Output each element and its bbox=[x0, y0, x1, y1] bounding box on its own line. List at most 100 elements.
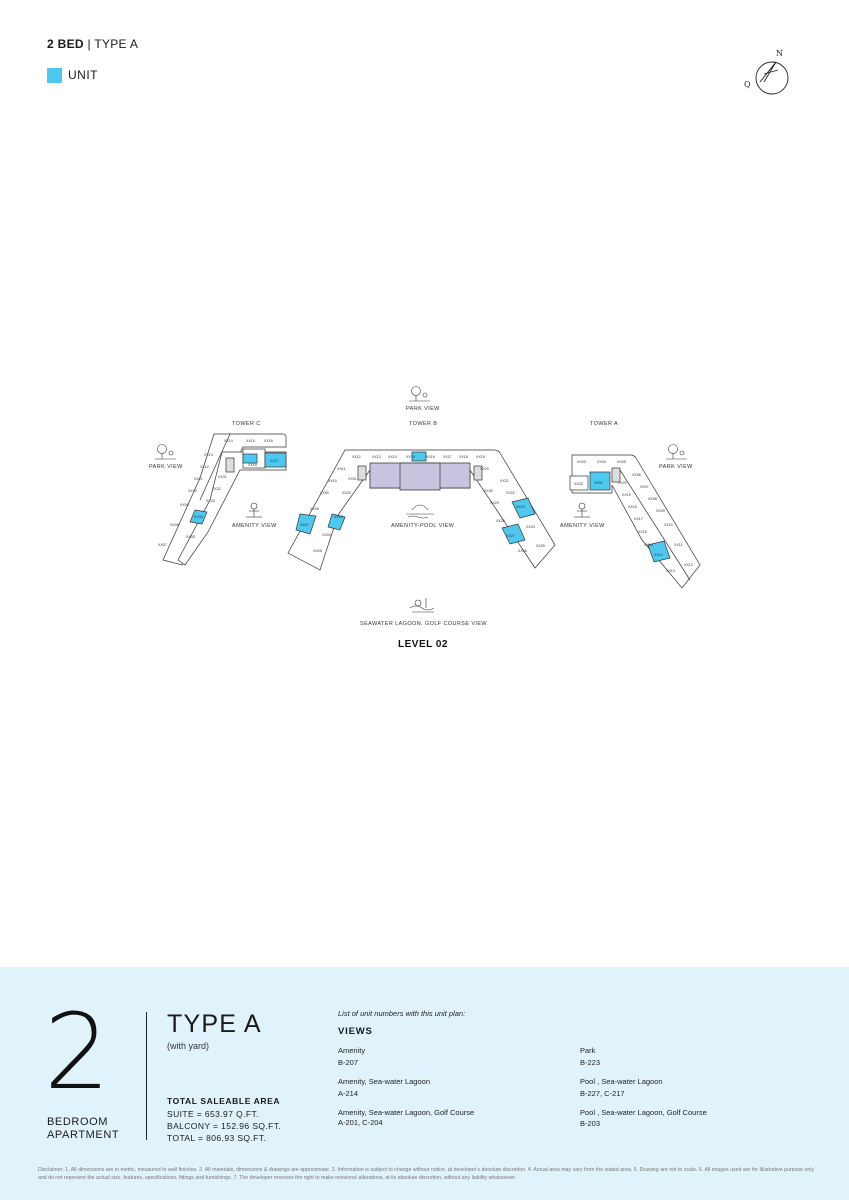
unit-label: XX21 bbox=[500, 479, 509, 483]
unit-label: XX15 bbox=[406, 455, 415, 459]
unit-label: XX10 bbox=[188, 489, 197, 493]
amenity-view-right-icon bbox=[574, 502, 590, 518]
view-units: B-223 bbox=[580, 1058, 601, 1067]
area-title: TOTAL SALEABLE AREA bbox=[167, 1096, 281, 1106]
park-view-right-label: PARK VIEW bbox=[659, 464, 693, 470]
unit-label: XX23 bbox=[516, 505, 525, 509]
park-view-icon bbox=[409, 386, 430, 402]
unit-label: XX22 bbox=[506, 491, 515, 495]
park-view-top-label: PARK VIEW bbox=[406, 406, 440, 412]
list-intro: List of unit numbers with this unit plan… bbox=[338, 1009, 466, 1018]
unit-label: XX15 bbox=[644, 543, 653, 547]
unit-label: XX27 bbox=[506, 534, 515, 538]
unit-label: XX10 bbox=[664, 523, 673, 527]
unit-label: XX16 bbox=[264, 439, 273, 443]
total-area: TOTAL = 806.93 SQ.FT. bbox=[167, 1133, 267, 1143]
unit-label: XX09 bbox=[320, 491, 329, 495]
unit-label: XX31 bbox=[218, 475, 227, 479]
unit-label: XX29 bbox=[490, 501, 499, 505]
tower-a-building bbox=[569, 454, 701, 589]
park-view-left-label: PARK VIEW bbox=[149, 464, 183, 470]
unit-label: XX07 bbox=[300, 523, 309, 527]
view-name: Pool , Sea-water Lagoon bbox=[580, 1077, 663, 1086]
title-type: | TYPE A bbox=[87, 37, 139, 51]
bedroom-line2: APARTMENT bbox=[47, 1129, 120, 1141]
unit-label: XX25 bbox=[536, 544, 545, 548]
unit-label: XX13 bbox=[666, 569, 675, 573]
summary-panel bbox=[0, 967, 849, 1200]
unit-label: XX17 bbox=[634, 517, 643, 521]
amenity-view-left-label: AMENITY VIEW bbox=[232, 523, 277, 529]
views-header: VIEWS bbox=[338, 1026, 373, 1037]
unit-label: XX24 bbox=[526, 525, 535, 529]
unit-label: XX18 bbox=[628, 505, 637, 509]
level-label: LEVEL 02 bbox=[398, 639, 448, 650]
view-name: Amenity, Sea-water Lagoon, Golf Course bbox=[338, 1108, 475, 1117]
unit-label: XX04 bbox=[597, 460, 606, 464]
legend-swatch bbox=[47, 68, 62, 83]
balcony-area: BALCONY = 152.96 SQ.FT. bbox=[167, 1121, 282, 1131]
unit-label: XX20 bbox=[480, 467, 489, 471]
unit-label: XX07 bbox=[158, 543, 167, 547]
compass-icon: N Q bbox=[744, 49, 789, 95]
unit-label: XX09 bbox=[656, 509, 665, 513]
unit-label: XX19 bbox=[476, 455, 485, 459]
unit-label: XX30 bbox=[484, 489, 493, 493]
unit-label: XX13 bbox=[204, 453, 213, 457]
view-units: A-214 bbox=[338, 1089, 359, 1098]
page-title: 2 BED | TYPE A bbox=[47, 37, 138, 51]
unit-label: XX01 bbox=[348, 477, 357, 481]
suite-area: SUITE = 653.97 Q.FT. bbox=[167, 1109, 259, 1119]
legend-label: UNIT bbox=[68, 68, 98, 82]
amenity-view-right-label: AMENITY VIEW bbox=[560, 523, 605, 529]
unit-label: XX12 bbox=[200, 465, 209, 469]
unit-label: XX07 bbox=[640, 485, 649, 489]
unit-label: XX02 bbox=[342, 491, 351, 495]
floor-plan: XX14 XX15 XX16 XX18 XX17 XX13 XX12 XX11 … bbox=[149, 386, 701, 650]
tower-a-label: TOWER A bbox=[590, 421, 618, 427]
tower-c-label: TOWER C bbox=[232, 421, 261, 427]
unit-label: XX18 bbox=[248, 463, 257, 467]
unit-label: XX14 bbox=[224, 439, 233, 443]
park-view-right-icon bbox=[666, 444, 687, 460]
unit-label: XX18 bbox=[459, 455, 468, 459]
disclaimer: Disclaimer: 1. All dimensions are in met… bbox=[38, 1167, 814, 1181]
view-name: Pool , Sea-water Lagoon, Golf Course bbox=[580, 1108, 707, 1117]
lagoon-view-icon bbox=[409, 598, 435, 613]
unit-label: XX33 bbox=[206, 499, 215, 503]
unit-label: XX17 bbox=[270, 459, 279, 463]
unit-label: XX13 bbox=[372, 455, 381, 459]
title-bedrooms: 2 BED bbox=[47, 37, 84, 51]
view-units: B-203 bbox=[580, 1119, 601, 1128]
unit-label: XX03 bbox=[577, 460, 586, 464]
lagoon-view-label: SEAWATER LAGOON, GOLF COURSE VIEW bbox=[360, 621, 487, 627]
divider bbox=[146, 1012, 147, 1140]
unit-label: XX06 bbox=[632, 473, 641, 477]
view-units: A-201, C-204 bbox=[338, 1118, 383, 1127]
unit-label: XX10 bbox=[328, 479, 337, 483]
unit-label: XX08 bbox=[170, 523, 179, 527]
view-units: B-227, C-217 bbox=[580, 1089, 625, 1098]
unit-label: XX02 bbox=[574, 482, 583, 486]
compass-n: N bbox=[776, 49, 783, 58]
unit-label: XX09 bbox=[180, 503, 189, 507]
unit-label: XX04 bbox=[322, 533, 331, 537]
view-name: Park bbox=[580, 1046, 596, 1055]
unit-label: XX35 bbox=[186, 535, 195, 539]
unit-label: XX16 bbox=[426, 455, 435, 459]
compass-q: Q bbox=[744, 80, 751, 89]
view-name: Amenity, Sea-water Lagoon bbox=[338, 1077, 430, 1086]
unit-label: XX17 bbox=[443, 455, 452, 459]
unit-label: XX16 bbox=[638, 530, 647, 534]
unit-label: XX11 bbox=[194, 477, 203, 481]
type-title: TYPE A bbox=[167, 1010, 262, 1038]
unit-label: XX11 bbox=[337, 467, 346, 471]
view-units: B-207 bbox=[338, 1058, 359, 1067]
amenity-view-icon bbox=[246, 502, 262, 518]
unit-label: XX05 bbox=[617, 460, 626, 464]
unit-label: XX08 bbox=[310, 507, 319, 511]
unit-label: XX05 bbox=[313, 549, 322, 553]
bedroom-line1: BEDROOM bbox=[47, 1116, 109, 1128]
amenity-pool-view-label: AMENITY-POOL VIEW bbox=[391, 523, 455, 529]
unit-label: XX08 bbox=[648, 497, 657, 501]
